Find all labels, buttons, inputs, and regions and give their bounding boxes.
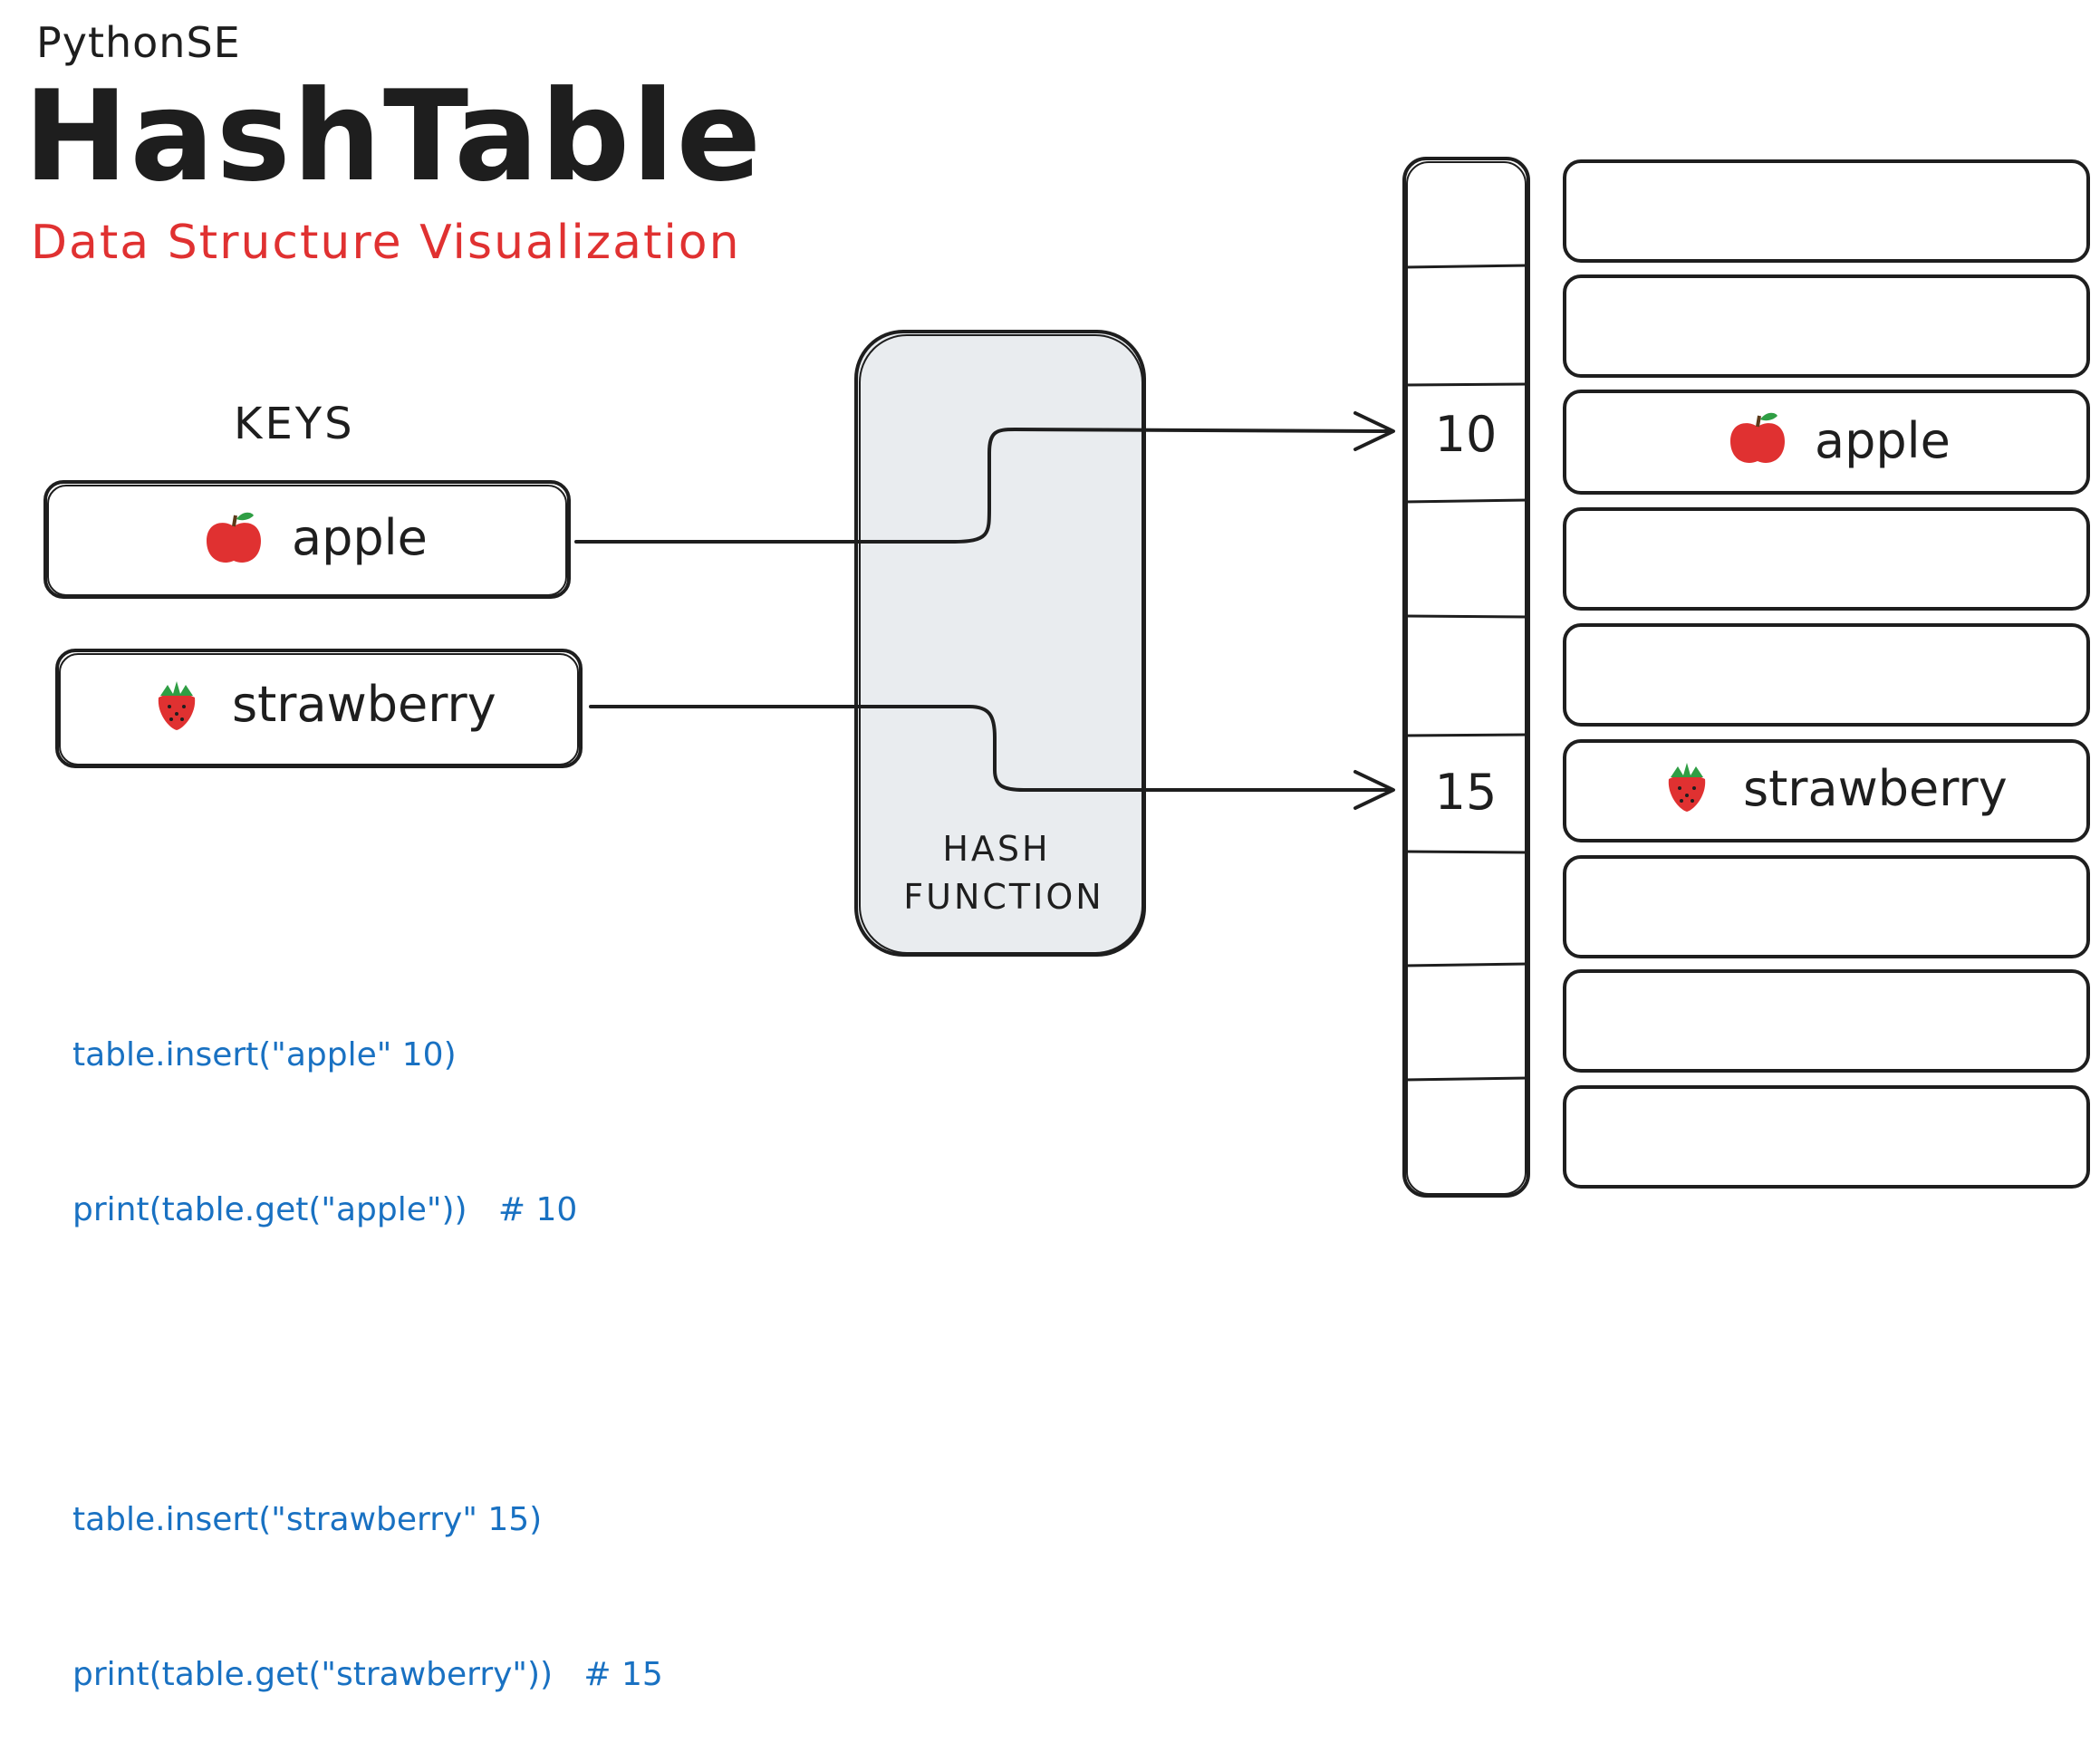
arrow-apple-head: [1353, 411, 1395, 451]
code-gap: [72, 1339, 663, 1391]
key-box-strawberry: strawberry: [55, 649, 583, 768]
code-line: table.insert("apple" 10): [72, 1036, 457, 1073]
page-subtitle: Data Structure Visualization: [31, 216, 741, 270]
keys-heading: KEYS: [234, 399, 355, 449]
key-label-strawberry: strawberry: [232, 676, 496, 733]
code-line: print(table.get("apple")) # 10: [72, 1191, 578, 1228]
value-slots: [1563, 159, 2090, 1189]
strawberry-icon: [1668, 763, 1706, 812]
value-slot-apple: apple: [1729, 410, 1951, 469]
hash-function-box: HASH FUNCTION: [854, 330, 1146, 957]
slot-label-strawberry: strawberry: [1743, 760, 2008, 817]
page-title: HashTable: [24, 63, 764, 209]
hashtable-diagram: apple strawberry HASH FUNCTION: [43, 157, 2090, 1198]
index-10: 10: [1435, 406, 1498, 463]
code-snippet: table.insert("apple" 10) print(table.get…: [72, 926, 663, 1752]
key-label-apple: apple: [292, 509, 428, 566]
apple-icon: [1729, 410, 1787, 465]
index-column: 10 15: [1402, 157, 1530, 1198]
arrow-strawberry-head: [1353, 770, 1395, 810]
brand-label: PythonSE: [36, 18, 241, 67]
apple-icon: [205, 510, 263, 564]
arrow-apple: [574, 428, 1390, 544]
code-line: table.insert("strawberry" 15): [72, 1501, 543, 1538]
code-line: print(table.get("strawberry")) # 15: [72, 1656, 663, 1693]
hash-label-line1: HASH: [942, 829, 1050, 869]
index-15: 15: [1435, 764, 1498, 821]
key-box-apple: apple: [43, 480, 571, 599]
strawberry-icon: [158, 681, 196, 730]
arrow-strawberry: [589, 705, 1390, 792]
hash-label-line2: FUNCTION: [903, 877, 1103, 917]
slot-label-apple: apple: [1815, 412, 1951, 469]
value-slot-strawberry: strawberry: [1668, 760, 2008, 817]
